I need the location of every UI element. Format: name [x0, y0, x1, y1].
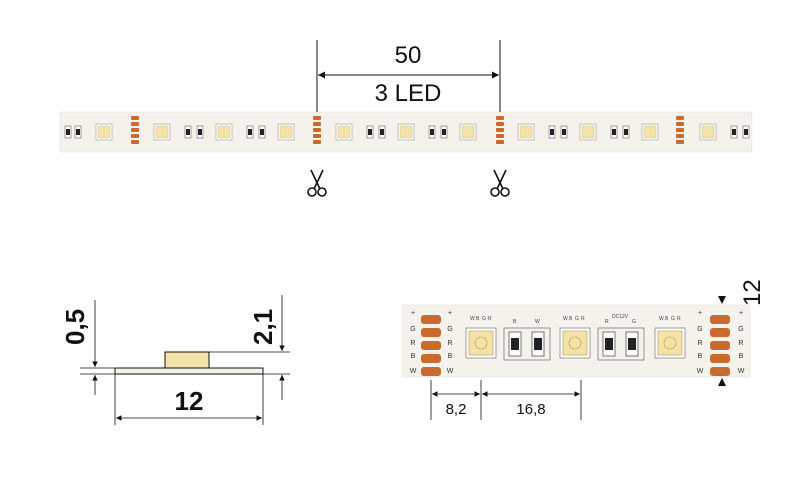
resistor-pair-1: B W [503, 319, 551, 361]
pad-label: W [447, 368, 454, 375]
left-pad-labels: + G R B W [410, 310, 417, 375]
width-label: 12 [175, 386, 204, 416]
thickness-label: 0,5 [60, 309, 90, 345]
resistor-label: G [632, 319, 636, 325]
pad-label: + [411, 310, 415, 317]
chip-label: G [482, 316, 486, 322]
strip-width-dimension: 12 [718, 279, 766, 386]
left-pad-labels-after: + G R B W [447, 310, 454, 375]
cross-section-base [114, 367, 264, 375]
pad-label: G [410, 326, 415, 333]
detail-view: + G R B W + G R B W W B G R B W [401, 279, 766, 420]
pad-label: R [447, 340, 452, 347]
height-label: 2,1 [248, 309, 278, 345]
strip-width-label: 12 [739, 279, 766, 306]
pad-label: G [447, 326, 452, 333]
scissors-icon [307, 169, 327, 197]
right-pad-labels-after: + G R B W [738, 310, 745, 375]
pitch-first-label: 8,2 [446, 401, 467, 418]
pad-label: G [738, 326, 743, 333]
chip-label: W [563, 316, 568, 322]
resistor-pair-2: DC12V R G [597, 314, 645, 361]
chip-label: W [470, 316, 475, 322]
pad-label: B [698, 353, 703, 360]
pad-label: R [410, 340, 415, 347]
chip-label: R [581, 316, 585, 322]
cross-section: 0,5 2,1 12 [60, 295, 290, 425]
chip-label: R [488, 316, 492, 322]
resistor-label: R [605, 319, 609, 325]
right-pad-labels: + G R B W [697, 310, 704, 375]
cross-section-led [164, 351, 210, 369]
resistor-label: B [513, 319, 517, 325]
chip-label: R [677, 316, 681, 322]
pad-label: G [697, 326, 702, 333]
scissors-icon [490, 169, 510, 197]
top-led-strip [59, 111, 753, 153]
voltage-label: DC12V [612, 314, 629, 320]
top-dimension-caption: 3 LED [375, 80, 442, 107]
led-chip-2: W B G R [559, 316, 591, 359]
pad-label: + [739, 310, 743, 317]
led-chip-1: W B G R [465, 316, 497, 359]
pad-label: W [410, 368, 417, 375]
chip-label: G [671, 316, 675, 322]
top-dimension-value: 50 [395, 42, 422, 69]
pad-label: + [448, 310, 452, 317]
chip-label: B [569, 316, 573, 322]
chip-label: B [665, 316, 669, 322]
pitch-second-label: 16,8 [516, 401, 545, 418]
pad-label: R [697, 340, 702, 347]
pad-label: W [738, 368, 745, 375]
chip-label: B [476, 316, 480, 322]
pad-label: + [698, 310, 702, 317]
chip-label: G [575, 316, 579, 322]
pad-label: B [448, 353, 453, 360]
pad-label: B [739, 353, 744, 360]
pad-label: B [411, 353, 416, 360]
led-chip-3: W B G R [654, 316, 686, 359]
chip-label: W [659, 316, 664, 322]
top-dimension: 50 3 LED [316, 40, 501, 112]
resistor-label: W [535, 319, 540, 325]
pad-label: R [738, 340, 743, 347]
pitch-dimensions: 8,2 16,8 [430, 380, 582, 420]
pad-label: W [697, 368, 704, 375]
